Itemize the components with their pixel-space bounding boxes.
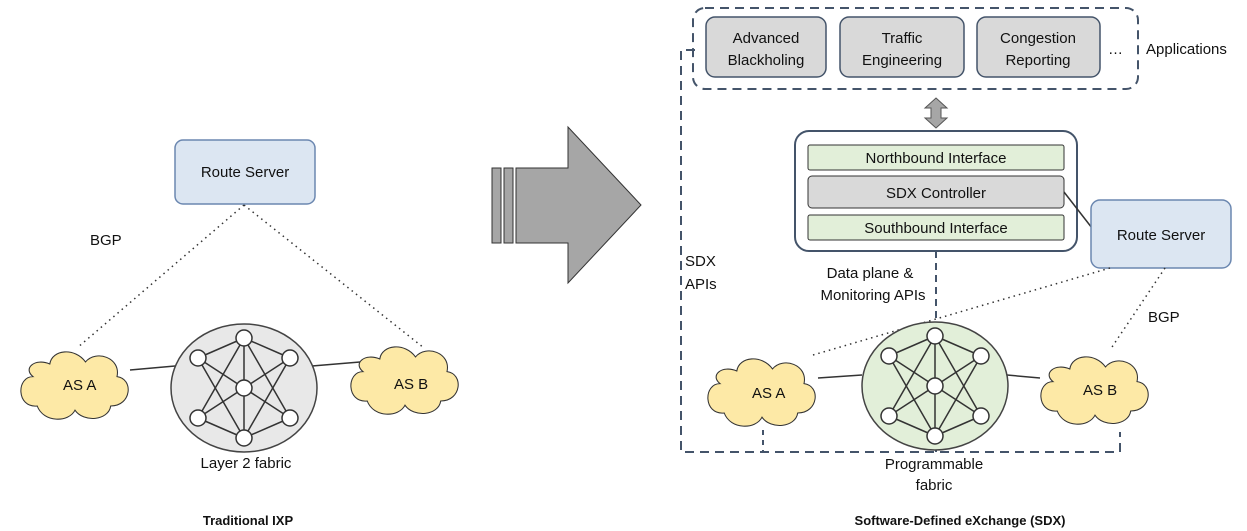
sdx-route-server-box	[1090, 199, 1232, 269]
link-as-a-fabric	[129, 365, 176, 371]
layer2-fabric-label: Layer 2 fabric	[201, 455, 292, 472]
programmable-fabric-network	[861, 321, 1009, 451]
sdx-apis-line2: APIs	[685, 276, 717, 293]
layer2-fabric-edge	[243, 387, 291, 419]
programmable-fabric-node	[926, 427, 944, 445]
layer2-fabric-node	[189, 409, 207, 427]
app-traffic-engineering-line2: Engineering	[862, 52, 942, 69]
applications-label: Applications	[1146, 41, 1227, 58]
layer2-fabric-edge	[197, 337, 245, 419]
layer2-fabric-edge	[197, 387, 245, 419]
traditional-ixp: Route Server BGP AS A AS B Layer 2 fabri…	[20, 139, 459, 528]
programmable-fabric-line1: Programmable	[885, 456, 983, 473]
bgp-link-left-a	[76, 204, 245, 349]
sdx-apis-line1: SDX	[685, 253, 716, 270]
double-arrow-icon	[923, 97, 949, 129]
transition-arrow	[491, 125, 642, 285]
programmable-fabric-node	[926, 327, 944, 345]
programmable-fabric-line2: fabric	[916, 477, 953, 494]
southbound-interface-box	[807, 214, 1065, 241]
dataplane-label-line1: Data plane &	[827, 265, 914, 282]
app-traffic-engineering	[839, 16, 965, 78]
app-congestion-reporting-line2: Reporting	[1005, 52, 1070, 69]
bgp-label: BGP	[90, 232, 122, 249]
layer2-fabric-node	[235, 429, 253, 447]
programmable-fabric-edge	[934, 355, 982, 387]
southbound-interface-label: Southbound Interface	[864, 220, 1007, 237]
programmable-fabric-node	[880, 347, 898, 365]
as-b-label: AS B	[394, 376, 428, 393]
app-congestion-reporting	[976, 16, 1101, 78]
northbound-interface-label: Northbound Interface	[866, 150, 1007, 167]
sdx-as-a-label: AS A	[752, 385, 785, 402]
dataplane-label-line2: Monitoring APIs	[820, 287, 925, 304]
route-server-label: Route Server	[201, 164, 289, 181]
programmable-fabric-edge	[934, 385, 982, 417]
bgp-link-left-b	[243, 204, 425, 349]
sdx: Advanced Blackholing Traffic Engineering…	[680, 7, 1232, 528]
app-advanced-blackholing	[705, 16, 827, 78]
programmable-fabric-edge	[888, 385, 936, 417]
app-advanced-blackholing-line1: Advanced	[733, 30, 800, 47]
apps-ellipsis: …	[1108, 41, 1123, 58]
as-a-label: AS A	[63, 377, 96, 394]
layer2-fabric-edge	[197, 357, 245, 439]
programmable-fabric-node	[926, 377, 944, 395]
layer2-fabric-edge	[197, 357, 245, 389]
sdx-title: Software-Defined eXchange (SDX)	[855, 513, 1066, 528]
layer2-fabric-network	[170, 323, 318, 453]
bgp-link-sdx-a	[812, 267, 1111, 356]
programmable-fabric-edge	[934, 355, 982, 437]
layer2-fabric-edge	[243, 337, 291, 419]
sdx-controller-label: SDX Controller	[886, 185, 986, 202]
layer2-fabric-node	[235, 379, 253, 397]
layer2-fabric-node	[235, 329, 253, 347]
northbound-interface-box	[807, 144, 1065, 171]
programmable-fabric-edge	[888, 355, 936, 387]
sdx-as-b-label: AS B	[1083, 382, 1117, 399]
traditional-ixp-title: Traditional IXP	[203, 513, 294, 528]
app-traffic-engineering-line1: Traffic	[882, 30, 923, 47]
sdx-apis-path	[680, 49, 1121, 453]
programmable-fabric-edge	[888, 355, 936, 437]
layer2-fabric-node	[189, 349, 207, 367]
programmable-fabric-node	[880, 407, 898, 425]
programmable-fabric-edge	[934, 335, 982, 417]
link-fabric-as-b	[311, 361, 361, 367]
layer2-fabric-node	[281, 409, 299, 427]
route-server-box	[174, 139, 316, 205]
sdx-route-server-label: Route Server	[1117, 227, 1205, 244]
programmable-fabric-edge	[888, 335, 936, 417]
layer2-fabric-edge	[243, 357, 291, 389]
sdx-bgp-label: BGP	[1148, 309, 1180, 326]
applications-box	[692, 7, 1139, 90]
app-advanced-blackholing-line2: Blackholing	[728, 52, 805, 69]
programmable-fabric-node	[972, 347, 990, 365]
app-congestion-reporting-line1: Congestion	[1000, 30, 1076, 47]
layer2-fabric-edge	[243, 357, 291, 439]
programmable-fabric-node	[972, 407, 990, 425]
layer2-fabric-node	[281, 349, 299, 367]
